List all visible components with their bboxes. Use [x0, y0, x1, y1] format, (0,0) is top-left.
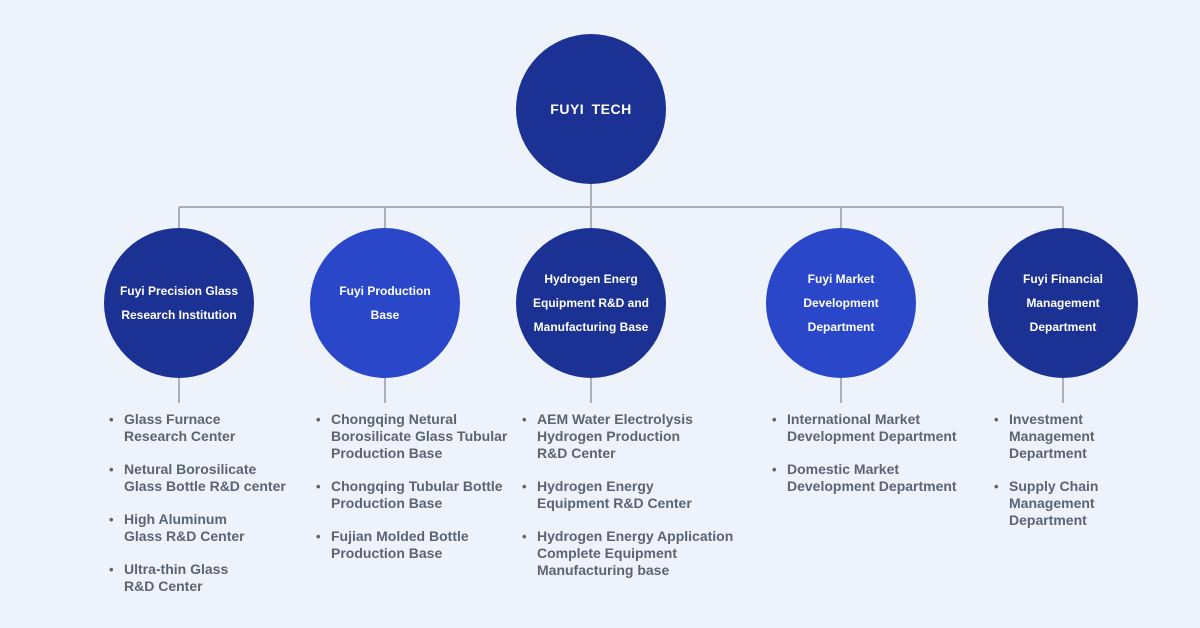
dept-node-hydrogen-energy: Hydrogen Energ Equipment R&D and Manufac… — [516, 228, 666, 378]
list-item: Domestic Market Development Department — [772, 461, 957, 495]
dept-node-market-development: Fuyi Market Development Department — [766, 228, 916, 378]
list-item: AEM Water Electrolysis Hydrogen Producti… — [522, 411, 733, 462]
list-item-text: High Aluminum Glass R&D Center — [124, 511, 245, 544]
list-item-text: Ultra-thin Glass R&D Center — [124, 561, 229, 594]
list-item-text: Hydrogen Energy Application Complete Equ… — [537, 528, 734, 578]
dept-node-label: Fuyi Financial Management Department — [1022, 272, 1103, 334]
dept-node-precision-glass: Fuyi Precision Glass Research Institutio… — [104, 228, 254, 378]
bullet-list-market-development: International Market Development Departm… — [772, 411, 957, 511]
list-item: Chongqing Netural Borosilicate Glass Tub… — [316, 411, 507, 462]
list-item-text: Netural Borosilicate Glass Bottle R&D ce… — [124, 461, 286, 494]
list-item: Hydrogen Energy Application Complete Equ… — [522, 528, 733, 579]
bullet-list-production-base: Chongqing Netural Borosilicate Glass Tub… — [316, 411, 507, 578]
list-item: Glass Furnace Research Center — [109, 411, 286, 445]
list-item-text: AEM Water Electrolysis Hydrogen Producti… — [537, 411, 693, 461]
list-item: Hydrogen Energy Equipment R&D Center — [522, 478, 733, 512]
list-item-text: Chongqing Tubular Bottle Production Base — [331, 478, 503, 511]
dept-node-label: Hydrogen Energ Equipment R&D and Manufac… — [533, 272, 649, 334]
bullet-list-precision-glass: Glass Furnace Research Center Netural Bo… — [109, 411, 286, 611]
list-item: International Market Development Departm… — [772, 411, 957, 445]
dept-node-financial-management: Fuyi Financial Management Department — [988, 228, 1138, 378]
dept-node-label: Fuyi Production Base — [339, 284, 431, 322]
list-item-text: Supply Chain Management Department — [1009, 478, 1099, 528]
list-item-text: Chongqing Netural Borosilicate Glass Tub… — [331, 411, 508, 461]
list-item-text: Fujian Molded Bottle Production Base — [331, 528, 469, 561]
dept-node-label: Fuyi Precision Glass Research Institutio… — [119, 284, 239, 322]
dept-node-label: Fuyi Market Development Department — [803, 272, 879, 334]
root-node: FUYI TECH — [516, 34, 666, 184]
list-item: Investment Management Department — [994, 411, 1098, 462]
bullet-list-hydrogen-energy: AEM Water Electrolysis Hydrogen Producti… — [522, 411, 733, 595]
list-item: Supply Chain Management Department — [994, 478, 1098, 529]
list-item: Netural Borosilicate Glass Bottle R&D ce… — [109, 461, 286, 495]
root-node-label: FUYI TECH — [550, 101, 632, 117]
dept-node-production-base: Fuyi Production Base — [310, 228, 460, 378]
list-item: Fujian Molded Bottle Production Base — [316, 528, 507, 562]
list-item-text: International Market Development Departm… — [787, 411, 957, 444]
list-item-text: Hydrogen Energy Equipment R&D Center — [537, 478, 692, 511]
list-item-text: Domestic Market Development Department — [787, 461, 957, 494]
list-item-text: Glass Furnace Research Center — [124, 411, 236, 444]
list-item-text: Investment Management Department — [1009, 411, 1095, 461]
list-item: Chongqing Tubular Bottle Production Base — [316, 478, 507, 512]
list-item: High Aluminum Glass R&D Center — [109, 511, 286, 545]
list-item: Ultra-thin Glass R&D Center — [109, 561, 286, 595]
bullet-list-financial-management: Investment Management Department Supply … — [994, 411, 1098, 545]
